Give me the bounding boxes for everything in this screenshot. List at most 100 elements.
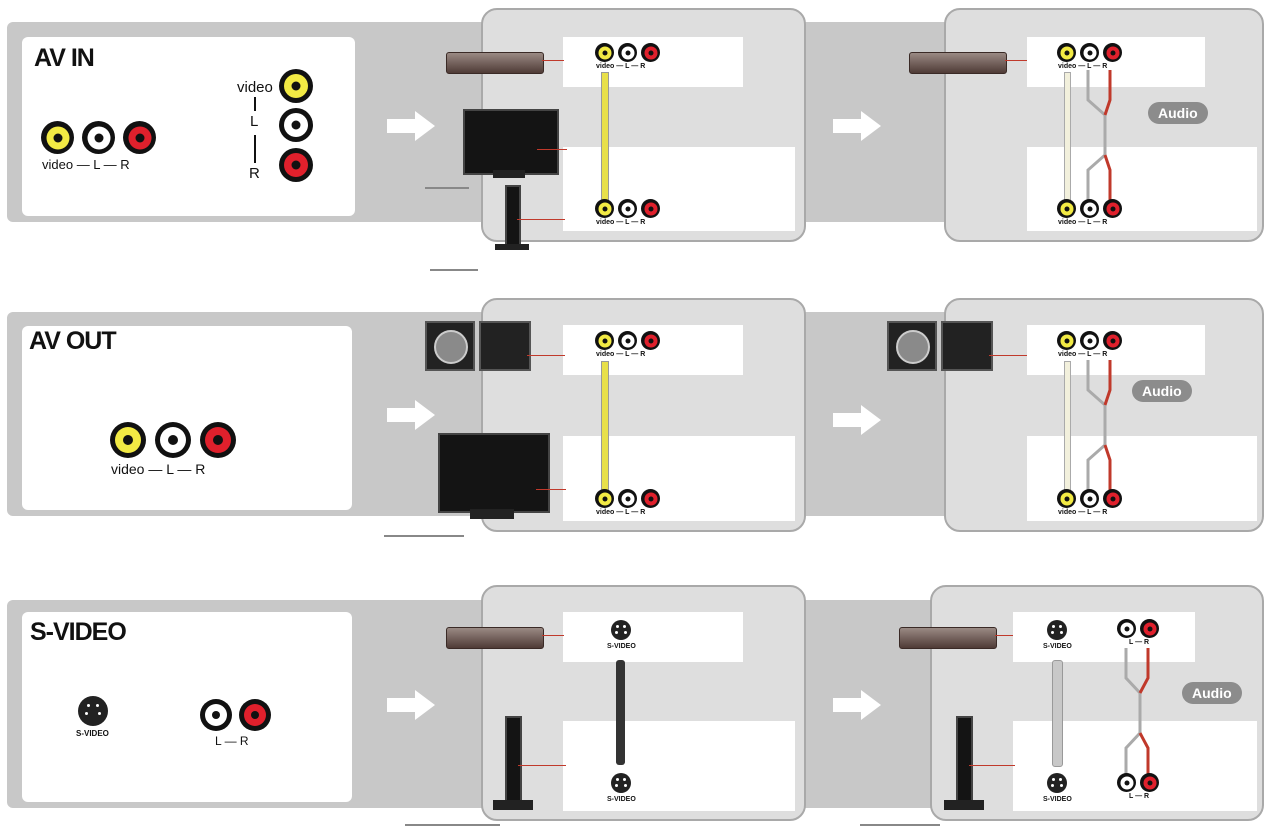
- jack-row-label: video — L — R: [596, 63, 646, 70]
- av-out-title: AV OUT: [29, 327, 117, 355]
- panel-top-card: [563, 612, 743, 662]
- dvd-player-icon: [446, 627, 544, 649]
- vertical-video-label: video: [237, 79, 273, 96]
- right-arrow-icon: [833, 690, 881, 720]
- jack-row-label: video — L — R: [596, 351, 646, 358]
- audio-right-jack: [123, 121, 156, 154]
- s-video-label: S-VIDEO: [1043, 796, 1072, 803]
- audio-left-jack: [82, 121, 115, 154]
- video-jack: [1057, 489, 1076, 508]
- connector-line: [517, 219, 565, 220]
- s-video-label: S-VIDEO: [607, 796, 636, 803]
- connector-line: [518, 765, 566, 766]
- vertical-video-jack: [279, 69, 313, 103]
- s-video-label: S-VIDEO: [76, 729, 109, 738]
- power-plug-icon: [384, 525, 464, 537]
- dvd-player-icon: [899, 627, 997, 649]
- connector-line: [1005, 60, 1027, 61]
- audio-label: Audio: [1148, 102, 1208, 124]
- panel-top-card: [1013, 612, 1195, 662]
- speaker-back-icon: [941, 321, 993, 371]
- power-plug-icon: [425, 177, 469, 189]
- connector-line: [542, 60, 564, 61]
- audio-right-jack: [1103, 43, 1122, 62]
- lr-label: L — R: [1129, 793, 1150, 800]
- video-jack: [595, 331, 614, 350]
- s-video-jack: [1047, 620, 1067, 640]
- power-plug-icon: [430, 259, 478, 271]
- right-arrow-icon: [387, 111, 435, 141]
- s-video-jack: [1047, 773, 1067, 793]
- connector-line: [989, 355, 1027, 356]
- speaker-front-icon: [425, 321, 475, 371]
- audio-left-jack: [618, 489, 637, 508]
- dvd-player-icon: [909, 52, 1007, 74]
- s-video-label: S-VIDEO: [1043, 643, 1072, 650]
- s-video-jack: [611, 773, 631, 793]
- white-video-cable: [1064, 361, 1071, 491]
- vertical-audio-right-jack: [279, 148, 313, 182]
- tv-side-icon: [505, 716, 522, 804]
- yellow-video-cable: [601, 72, 609, 202]
- tv-back-icon: [438, 433, 550, 513]
- video-jack: [1057, 199, 1076, 218]
- audio-right-jack: [641, 199, 660, 218]
- video-jack: [595, 199, 614, 218]
- dvd-player-icon: [446, 52, 544, 74]
- audio-label: Audio: [1182, 682, 1242, 704]
- connector-line: [969, 765, 1015, 766]
- jack-row-label: video — L — R: [1058, 63, 1108, 70]
- vertical-divider: [254, 135, 256, 163]
- tv-stand: [493, 800, 533, 810]
- tv-stand: [470, 509, 514, 519]
- video-jack: [1057, 43, 1076, 62]
- connector-line: [536, 489, 566, 490]
- right-arrow-icon: [387, 690, 435, 720]
- audio-right-jack: [1103, 489, 1122, 508]
- tv-stand: [495, 244, 529, 250]
- audio-left-jack: [618, 331, 637, 350]
- jack-row-label: video — L — R: [1058, 351, 1108, 358]
- audio-left-jack: [618, 43, 637, 62]
- audio-cable: [1124, 648, 1150, 778]
- s-video-cable-grey: [1052, 660, 1063, 767]
- s-video-jack: [78, 696, 108, 726]
- audio-left-jack: [618, 199, 637, 218]
- video-jack: [110, 422, 146, 458]
- tv-back-icon: [463, 109, 559, 175]
- jack-row-label: video — L — R: [596, 509, 646, 516]
- connector-line: [537, 149, 567, 150]
- audio-cable: [1086, 70, 1112, 200]
- right-arrow-icon: [833, 405, 881, 435]
- audio-left-jack: [1117, 773, 1136, 792]
- s-video-label: S-VIDEO: [607, 643, 636, 650]
- speaker-back-icon: [479, 321, 531, 371]
- vertical-r-label: R: [249, 165, 260, 182]
- connector-line: [527, 355, 565, 356]
- audio-right-jack: [200, 422, 236, 458]
- audio-label: Audio: [1132, 380, 1192, 402]
- audio-left-jack: [155, 422, 191, 458]
- panel-bottom-card: [563, 721, 795, 811]
- tv-side-icon: [505, 185, 521, 249]
- audio-right-jack: [1140, 773, 1159, 792]
- audio-right-jack: [239, 699, 271, 731]
- s-video-legend-card: [22, 612, 352, 802]
- tv-stand: [944, 800, 984, 810]
- vertical-divider: [254, 97, 256, 111]
- power-plug-icon: [405, 814, 500, 826]
- video-jack: [595, 43, 614, 62]
- tv-stand: [493, 170, 525, 178]
- tv-side-icon: [956, 716, 973, 804]
- s-video-jack: [611, 620, 631, 640]
- s-video-cable: [616, 660, 625, 765]
- lr-label: L — R: [215, 734, 249, 748]
- av-out-jack-row-label: video — L — R: [111, 461, 206, 477]
- audio-left-jack: [1080, 199, 1099, 218]
- audio-left-jack: [1080, 331, 1099, 350]
- audio-right-jack: [641, 43, 660, 62]
- audio-left-jack: [200, 699, 232, 731]
- connector-line: [542, 635, 564, 636]
- video-jack: [595, 489, 614, 508]
- audio-left-jack: [1080, 43, 1099, 62]
